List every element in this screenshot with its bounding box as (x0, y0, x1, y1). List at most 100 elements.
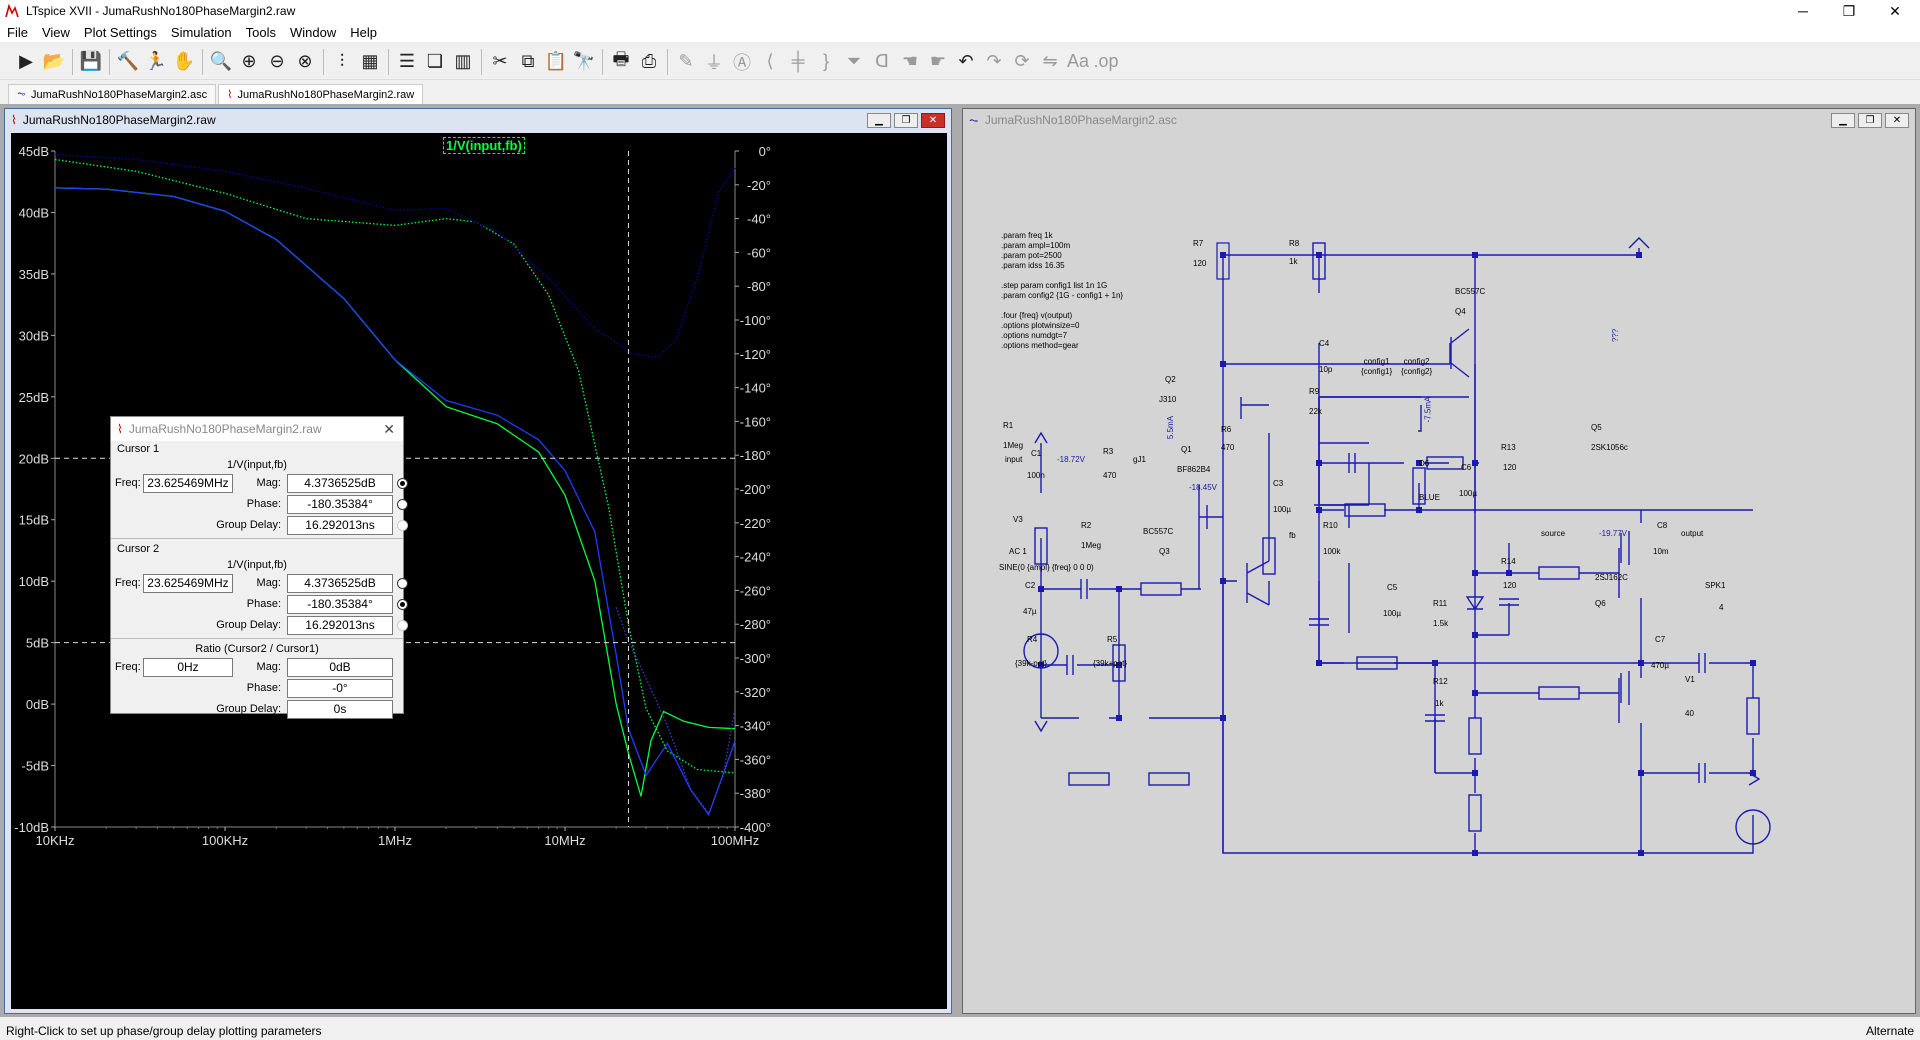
control-panel-icon[interactable]: 🔨 (116, 51, 140, 71)
menu-tools[interactable]: Tools (245, 24, 276, 40)
restore-button[interactable]: ❐ (1858, 113, 1882, 128)
schematic-canvas[interactable]: .param freq 1k .param ampl=100m .param p… (969, 133, 1909, 1009)
y-tick-label-right: -280° (740, 617, 771, 632)
cursor-dialog[interactable]: ⌇ JumaRushNo180PhaseMargin2.raw ✕ Cursor… (110, 416, 408, 719)
move-hand-icon[interactable]: ☚ (901, 51, 919, 71)
label-net-icon[interactable]: Ⓐ (733, 52, 751, 73)
circuit-schematic[interactable] (969, 133, 1909, 1009)
close-icon[interactable]: ✕ (383, 421, 395, 437)
bode-plot[interactable]: 45dB40dB35dB30dB25dB20dB15dB10dB5dB0dB-5… (11, 133, 947, 1009)
cursor1-phase-radio[interactable] (397, 499, 408, 510)
schematic-window[interactable]: ⏦ JumaRushNo180PhaseMargin2.asc ▁ ❐ ✕ (962, 108, 1916, 1014)
cursor1-phase-field[interactable]: -180.35384° (287, 495, 393, 514)
mag-label: Mag: (256, 477, 281, 489)
cursor2-phase-field[interactable]: -180.35384° (287, 595, 393, 614)
find-icon[interactable]: 🔭 (572, 51, 596, 71)
r6-value: 470 (1221, 443, 1235, 452)
cursor2-freq-field[interactable]: 23.625469MHz (143, 574, 233, 593)
close-button[interactable]: ✕ (921, 113, 945, 128)
component-icon[interactable]: ᗡ (875, 51, 889, 71)
maximize-button[interactable]: ❐ (1842, 2, 1856, 19)
menu-view[interactable]: View (41, 24, 70, 40)
paste-icon[interactable]: 📋 (544, 51, 568, 71)
q5-unknown-current: ??? (1611, 328, 1621, 343)
tab-schematic[interactable]: ⏦ JumaRushNo180PhaseMargin2.asc (8, 84, 217, 104)
cursor2-mag-radio[interactable] (397, 578, 408, 589)
zoom-in-icon[interactable]: 🔍 (209, 51, 233, 71)
menu-plot-settings[interactable]: Plot Settings (83, 24, 157, 40)
status-bar: Right-Click to set up phase/group delay … (0, 1022, 1920, 1040)
cursor2-gd-radio[interactable] (397, 620, 408, 631)
run-icon[interactable]: ▶ (19, 51, 33, 71)
freq-label: Freq: (115, 661, 141, 673)
y-tick-label-right: -160° (740, 414, 771, 429)
cascade-icon[interactable]: ❏ (426, 51, 444, 71)
run-man-icon[interactable]: 🏃 (144, 51, 168, 71)
spice-directive-icon[interactable]: .op (1093, 51, 1119, 71)
diode-icon[interactable]: ⏷ (846, 51, 862, 71)
cursor2-gd-row: Group Delay: 16.292013ns (111, 615, 408, 636)
trace-label[interactable]: 1/V(input,fb) (443, 137, 525, 154)
schematic-window-title: JumaRushNo180PhaseMargin2.asc (984, 113, 1177, 127)
y-tick-label-left: 10dB (19, 574, 49, 589)
cut-icon[interactable]: ✂ (492, 51, 508, 71)
print-icon[interactable]: 🖶 (612, 48, 630, 69)
cursor2-mag-field[interactable]: 4.3736525dB (287, 574, 393, 593)
c4-value: 10p (1319, 365, 1333, 374)
save-icon[interactable]: 💾 (79, 51, 103, 71)
wire (1640, 510, 1753, 774)
minimize-button[interactable]: ▁ (1831, 113, 1855, 128)
open-folder-icon[interactable]: 📂 (42, 51, 66, 71)
r2-value: 1Meg (1081, 541, 1102, 550)
print-preview-icon[interactable]: ⎙ (641, 51, 657, 71)
text-icon[interactable]: Aa (1066, 51, 1090, 71)
cursor1-group-delay-field[interactable]: 16.292013ns (287, 516, 393, 535)
autorange-icon[interactable]: ⫶ (339, 51, 345, 71)
restore-button[interactable]: ❐ (894, 113, 918, 128)
close-button[interactable]: ✕ (1885, 113, 1909, 128)
draw-wire-icon[interactable]: ✎ (678, 51, 694, 71)
ground-icon[interactable]: ⏚ (705, 52, 723, 73)
toolbar: ▶ 📂 💾 🔨 🏃 ✋ 🔍 ⊕ ⊖ ⊗ ⫶ ▦ ☰ ❏ ▥ ✂ ⧉ 📋 🔭 🖶 … (0, 44, 1920, 80)
rotate-icon[interactable]: ⟳ (1014, 51, 1030, 71)
cursor1-mag-radio[interactable] (397, 478, 408, 489)
cursor2-group-delay-field[interactable]: 16.292013ns (287, 616, 393, 635)
toolbar-separator (388, 48, 389, 75)
cursor1-gd-radio[interactable] (397, 520, 408, 531)
minimize-button[interactable]: ▁ (867, 113, 891, 128)
menu-file[interactable]: File (7, 24, 28, 40)
tile-vertical-icon[interactable]: ▥ (454, 51, 472, 71)
menu-simulation[interactable]: Simulation (170, 24, 232, 40)
redo-icon[interactable]: ↷ (986, 51, 1002, 71)
tile-horizontal-icon[interactable]: ☰ (398, 51, 416, 71)
undo-icon[interactable]: ↶ (958, 51, 974, 71)
phase-label: Phase: (246, 682, 281, 694)
resistor-icon[interactable]: ⟨ (766, 51, 774, 71)
wire (1319, 662, 1754, 773)
spice-directives[interactable]: .param freq 1k .param ampl=100m .param p… (1001, 231, 1124, 350)
drag-hand-icon[interactable]: ☛ (929, 51, 947, 71)
zoom-out-icon[interactable]: ⊖ (269, 51, 285, 71)
grid-icon[interactable]: ▦ (361, 51, 379, 71)
close-button[interactable]: ✕ (1889, 2, 1901, 19)
cursor2-phase-radio[interactable] (397, 599, 408, 610)
halt-hand-icon[interactable]: ✋ (172, 51, 196, 71)
q2-jfet (1240, 397, 1269, 419)
menu-window[interactable]: Window (289, 24, 337, 40)
inductor-icon[interactable]: } (822, 51, 829, 71)
zoom-fit-icon[interactable]: ⊗ (297, 51, 313, 71)
r5-value: {39k+pot} (1093, 659, 1128, 668)
c8-capacitor (1698, 653, 1706, 673)
menu-help[interactable]: Help (350, 24, 377, 40)
capacitor-icon[interactable]: ╪ (791, 51, 805, 71)
cursor-dialog-title: JumaRushNo180PhaseMargin2.raw (128, 422, 322, 436)
tab-waveform[interactable]: ⌇ JumaRushNo180PhaseMargin2.raw (218, 84, 424, 104)
mirror-icon[interactable]: ⇋ (1042, 51, 1058, 71)
pan-icon[interactable]: ⊕ (241, 51, 257, 71)
cursor1-freq-field[interactable]: 23.625469MHz (143, 474, 233, 493)
copy-icon[interactable]: ⧉ (521, 51, 535, 71)
q3-label: Q3 (1159, 547, 1170, 556)
minimize-button[interactable]: ─ (1798, 3, 1808, 19)
y-tick-label-right: -400° (740, 820, 771, 835)
cursor1-mag-field[interactable]: 4.3736525dB (287, 474, 393, 493)
